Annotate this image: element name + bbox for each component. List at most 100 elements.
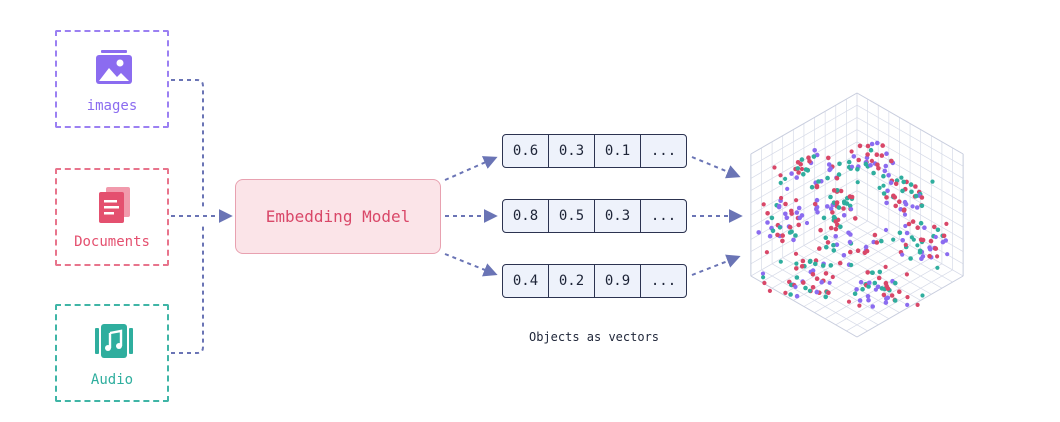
vector-cell: 0.6: [503, 135, 549, 167]
vector-point: [825, 240, 831, 245]
vector-point: [876, 166, 881, 171]
vector-point: [902, 199, 908, 205]
vector-point: [808, 258, 813, 264]
vector-point: [780, 233, 785, 238]
vector-point: [825, 204, 830, 209]
vector-cell: 0.5: [549, 200, 595, 232]
vector-point: [823, 235, 829, 240]
vector-point: [880, 143, 885, 148]
vector-point: [817, 246, 822, 251]
vector-point: [892, 195, 898, 200]
vector-point: [847, 194, 853, 199]
vector-point: [915, 225, 920, 230]
vector-point: [922, 225, 927, 230]
vector-point: [804, 220, 810, 226]
vector-point: [863, 161, 869, 167]
vector-point: [838, 188, 844, 194]
vector-point: [824, 244, 829, 250]
vector-point: [857, 303, 862, 308]
vector-point: [881, 173, 886, 179]
vector-point: [915, 243, 920, 248]
vector-point: [794, 198, 799, 203]
vector-point: [823, 271, 829, 276]
vector-point: [788, 292, 793, 297]
vector-point: [837, 260, 843, 266]
vector-point: [876, 275, 882, 281]
vector-point: [833, 219, 839, 224]
vector-point: [827, 280, 832, 285]
vector-cell: 0.2: [549, 265, 595, 297]
vector-point: [803, 167, 809, 172]
vector-point: [778, 259, 783, 264]
vector-point: [874, 152, 880, 157]
vector-point: [779, 195, 784, 201]
vector-point: [775, 232, 780, 238]
vector-point: [810, 272, 816, 277]
vector-point: [872, 232, 878, 238]
vector-point: [902, 212, 908, 217]
vector-point: [900, 238, 905, 243]
vector-point: [760, 271, 766, 276]
vector-point: [865, 270, 870, 275]
vector-point: [855, 167, 860, 172]
vector-point: [814, 289, 820, 295]
vector-point: [917, 250, 923, 255]
vector-point: [778, 173, 783, 178]
vector-point: [900, 188, 905, 194]
vector-point: [900, 252, 905, 257]
vector-point: [830, 210, 835, 215]
vector-point: [879, 286, 885, 291]
vector-point: [828, 206, 834, 211]
vector-point: [825, 175, 830, 181]
source-images-box: images: [55, 30, 169, 128]
vector-point: [849, 164, 855, 169]
vector-point: [863, 244, 869, 250]
vector-point: [855, 180, 860, 185]
vector-point: [789, 171, 794, 176]
vector-point: [851, 154, 857, 159]
vector-point: [852, 291, 858, 297]
vector-point: [870, 304, 875, 309]
vector-point: [831, 248, 837, 253]
vector-point: [918, 220, 924, 226]
vector-point: [903, 223, 908, 229]
vector-point: [834, 200, 840, 205]
vector-point: [812, 148, 817, 153]
vector-point: [913, 184, 918, 189]
vector-point: [869, 158, 875, 163]
vector-point: [794, 261, 799, 266]
source-audio-box: Audio: [55, 304, 169, 402]
vector-cell: ...: [650, 273, 677, 289]
vector-point: [796, 170, 801, 175]
vector-point: [836, 205, 842, 210]
vector-point: [881, 191, 887, 196]
vector-point: [909, 189, 914, 195]
vector-point: [865, 143, 871, 149]
vector-point: [874, 240, 880, 245]
grid-line: [856, 214, 964, 277]
vector-point: [882, 168, 888, 174]
vector-point: [867, 280, 872, 286]
vector-point: [800, 258, 806, 264]
vector-point: [899, 175, 904, 180]
vector-point: [930, 179, 935, 184]
vector-point: [884, 200, 889, 206]
vector-point: [811, 154, 817, 159]
connector-from-vector-1: [691, 156, 741, 179]
vector-point: [847, 239, 853, 245]
vector-point: [776, 203, 782, 209]
vector-point: [854, 287, 859, 292]
vector-point: [920, 254, 926, 259]
vector-point: [889, 158, 894, 164]
vector-point: [798, 162, 803, 167]
vector-point: [814, 184, 820, 190]
cube-edge: [750, 275, 858, 338]
vector-point: [778, 180, 783, 185]
vector-point: [799, 157, 805, 162]
vector-point: [803, 285, 808, 291]
vector-point: [770, 228, 776, 234]
vector-point: [905, 295, 910, 300]
vector-point: [927, 253, 932, 259]
vector-cell: ...: [650, 143, 677, 159]
